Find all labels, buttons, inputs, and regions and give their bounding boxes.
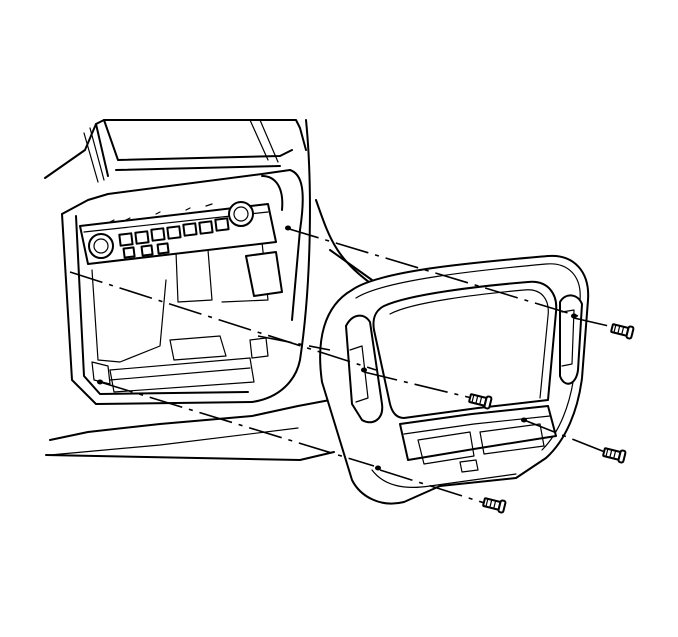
screw-icon [468,393,493,410]
control-buttons [118,217,230,259]
mount-holes [97,225,577,471]
screw-icon [602,447,627,464]
alignment-lines [69,227,627,507]
trim-bezel [319,254,590,505]
fan-knob-icon [88,233,114,259]
screw-icon [610,323,635,340]
climate-control [79,201,277,265]
temp-knob-icon [228,201,254,227]
screw-icon [482,497,507,514]
instrument-panel [44,119,381,461]
